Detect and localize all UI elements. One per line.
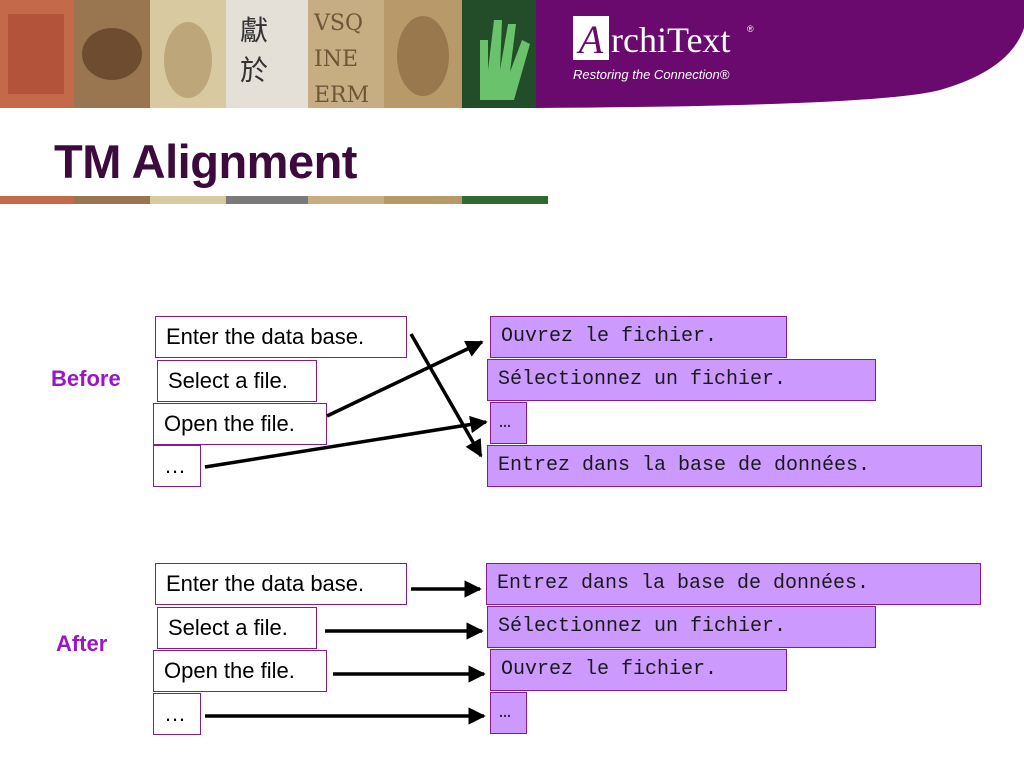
after-target-3: Ouvrez le fichier. [490, 649, 787, 691]
after-label: After [56, 631, 108, 656]
slide-title: TM Alignment [54, 135, 357, 188]
arrow-before-enter-to-entrez [409, 333, 483, 458]
svg-text:INE: INE [314, 47, 358, 72]
before-source-3: Open the file. [153, 403, 327, 445]
after-source-2: Select a file. [157, 607, 317, 649]
before-label: Before [51, 366, 121, 391]
svg-text:於: 於 [240, 54, 268, 87]
architext-logo[interactable]: A rchiText [573, 16, 753, 64]
svg-text:獻: 獻 [240, 14, 268, 47]
banner-image-calligraphy [226, 0, 308, 108]
after-target-1: Entrez dans la base de données. [486, 563, 981, 605]
before-source-4: … [153, 445, 201, 487]
logo-registered-mark: ® [747, 24, 754, 34]
banner-image-inscription [308, 0, 384, 108]
after-source-1: Enter the data base. [155, 563, 407, 605]
before-source-1: Enter the data base. [155, 316, 407, 358]
logo-tagline: Restoring the Connection® [573, 67, 730, 82]
before-target-1: Ouvrez le fichier. [490, 316, 787, 358]
svg-text:VSQ: VSQ [313, 11, 363, 36]
header-banner: 獻 於 VSQ INE ERM [0, 0, 1024, 108]
logo-text: rchiText [611, 20, 731, 60]
after-target-4: … [490, 692, 527, 734]
title-decor-strip [0, 196, 548, 204]
after-target-2: Sélectionnez un fichier. [487, 606, 876, 648]
svg-text:ERM: ERM [314, 83, 369, 108]
before-target-3: … [490, 402, 527, 444]
before-target-2: Sélectionnez un fichier. [487, 359, 876, 401]
after-source-3: Open the file. [153, 650, 327, 692]
logo-letter: A [573, 16, 609, 62]
before-target-4: Entrez dans la base de données. [487, 445, 982, 487]
after-source-4: … [153, 693, 201, 735]
before-source-2: Select a file. [157, 360, 317, 402]
